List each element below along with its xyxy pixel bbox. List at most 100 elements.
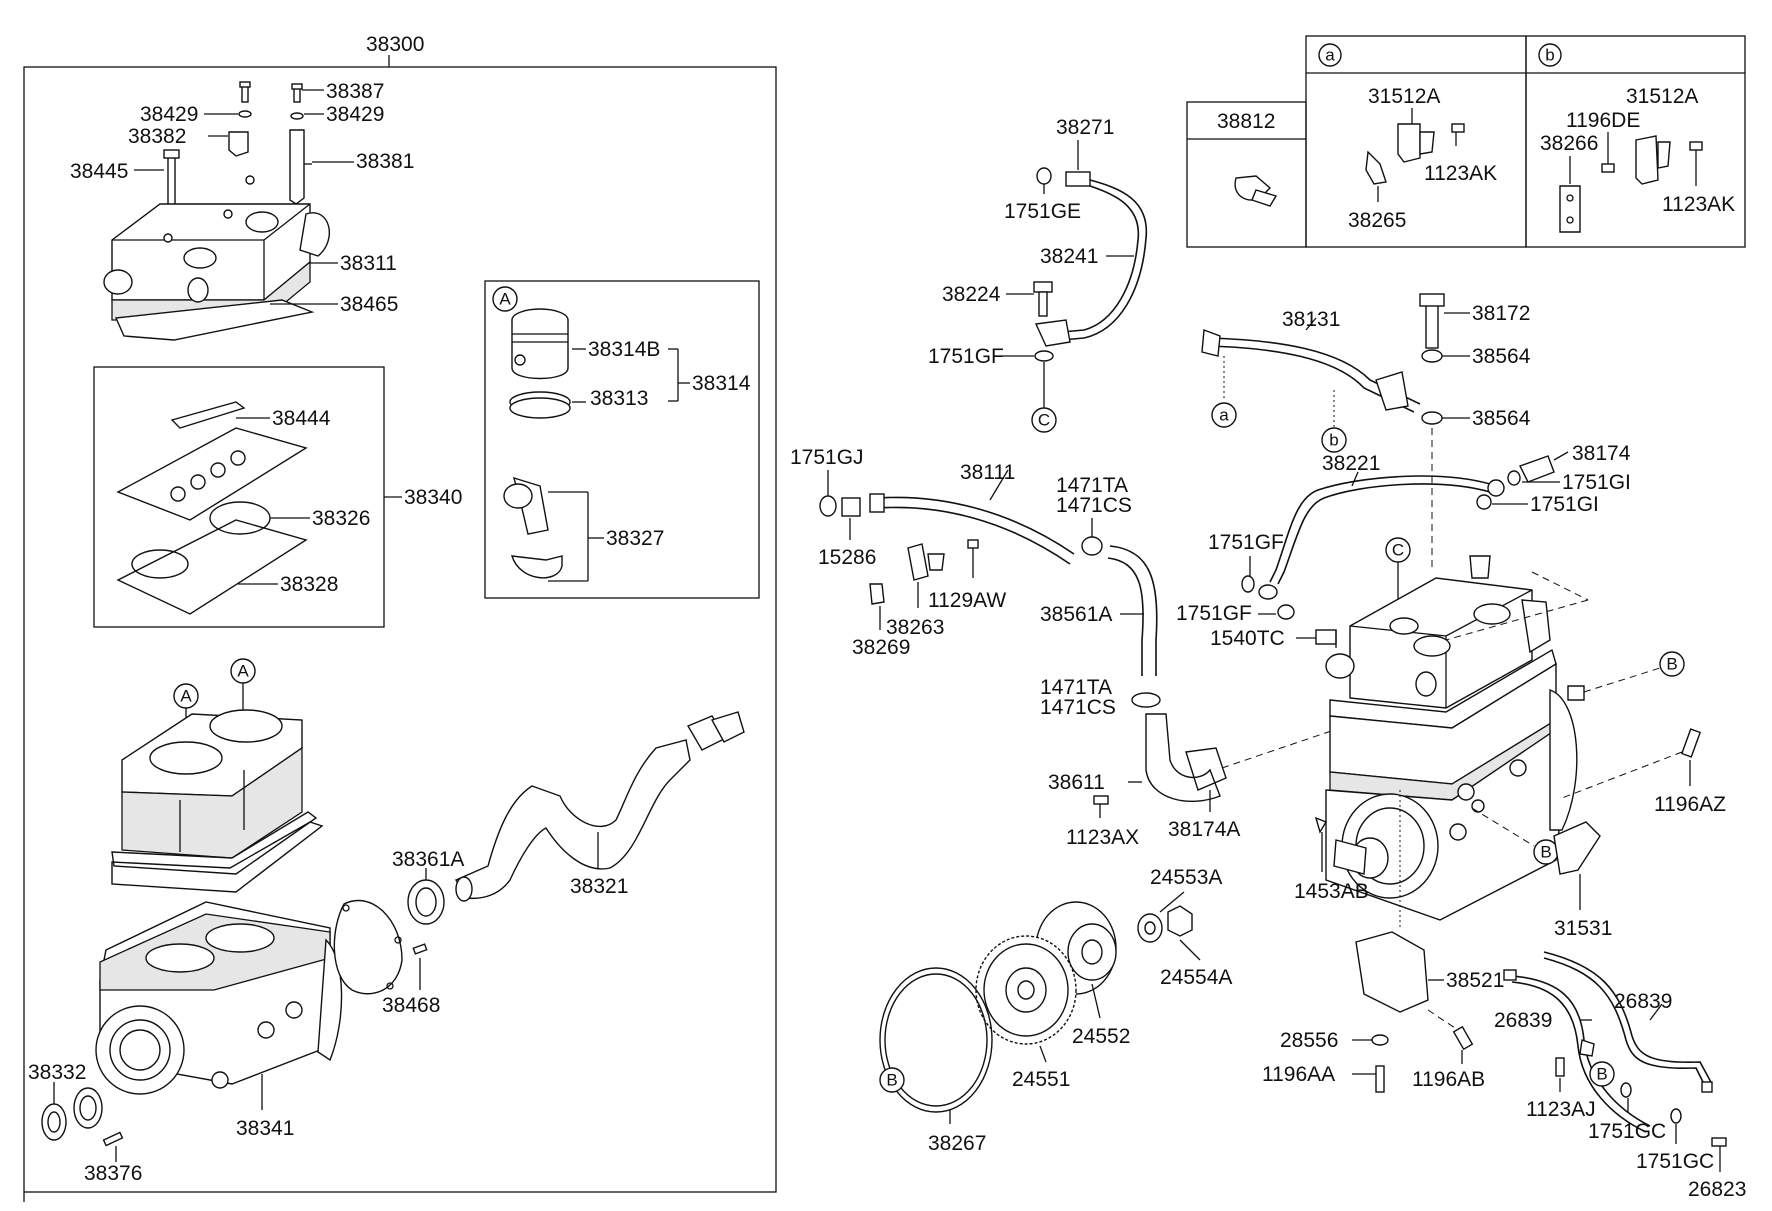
callout-1196AZ: 1196AZ [1654,793,1726,816]
callout-38429-right: 38429 [326,103,384,126]
callout-1751GJ: 1751GJ [790,446,864,469]
callout-31512A-a: 31512A [1368,85,1440,108]
callout-38328: 38328 [280,573,338,596]
callout-38611: 38611 [1048,771,1105,794]
marker-A-right: A [237,662,249,681]
marker-C-head: C [1392,541,1404,560]
callout-38340: 38340 [404,486,462,509]
callout-15286: 15286 [818,546,876,569]
callout-1123AK-b: 1123AK [1662,193,1735,216]
callout-1123AX: 1123AX [1066,826,1139,849]
marker-B-right: B [1666,655,1677,674]
callout-38174A: 38174A [1168,818,1240,841]
callout-38382: 38382 [128,125,186,148]
callout-38111: 38111 [960,461,1015,484]
callout-1751GF-mid: 1751GF [1208,531,1284,554]
callout-1751GC-left: 1751GC [1588,1120,1666,1143]
marker-B-bottom: B [1540,843,1551,862]
callout-38376: 38376 [84,1162,142,1185]
cover-38521-group: 38521 28556 1196AA 1196AB [1262,790,1504,1093]
crankshaft: 38321 [455,711,745,902]
marker-B-tube: B [1596,1065,1607,1084]
callout-38313: 38313 [590,387,648,410]
callout-38812: 38812 [1217,110,1275,133]
marker-b-pipe: b [1329,431,1338,450]
callout-38267: 38267 [928,1132,986,1155]
callout-38564-bottom: 38564 [1472,407,1531,430]
callout-1751GF-top: 1751GF [928,345,1004,368]
piston-group-box: A 38314B 38313 38314 38327 [484,280,760,599]
callout-24554A: 24554A [1160,966,1232,989]
callout-38174: 38174 [1572,442,1631,465]
marker-A-piston-box: A [499,290,511,309]
callout-38361A: 38361A [392,848,464,871]
cylinder-head-set-box: 38340 38444 38326 38328 [93,366,462,628]
callout-28556: 28556 [1280,1029,1338,1052]
callout-1540TC: 1540TC [1210,627,1285,650]
callout-38269: 38269 [852,636,910,659]
callout-38131: 38131 [1282,308,1340,331]
callout-38327: 38327 [606,527,664,550]
callout-1471TA-top: 1471TA [1056,474,1128,497]
callout-38314: 38314 [692,372,751,395]
table-col-b: b [1545,46,1554,65]
callout-38241: 38241 [1040,245,1098,268]
discharge-pipe-group: 38271 1751GE 38241 38224 1751GF C [928,116,1148,433]
callout-1471TA-mid: 1471TA [1040,676,1112,699]
marker-C-top: C [1038,411,1050,430]
callout-38341: 38341 [236,1117,294,1140]
callout-1453AB: 1453AB [1294,880,1369,903]
tubes-26839-group: 26839 26839 1123AJ B 1751GC 1751GC 26823 [1494,951,1746,1201]
callout-38221: 38221 [1322,452,1380,475]
callout-38224: 38224 [942,283,1001,306]
callout-38444: 38444 [272,407,331,430]
callout-38445: 38445 [70,160,128,183]
table-col-a: a [1325,46,1335,65]
callout-38271: 38271 [1056,116,1114,139]
callout-38266: 38266 [1540,132,1598,155]
callout-1751GE: 1751GE [1004,200,1081,223]
detail-table: 38812 a b 31512A 1123AK 38265 31512A 119… [1186,35,1746,248]
head-leaders: 38387 38429 38429 38382 38381 38445 3831… [70,80,414,316]
callout-38326: 38326 [312,507,370,530]
pipe-38221-group: 38221 38174 1751GI 1751GI 1751GF 1751GF … [1176,442,1631,650]
callout-31512A-b: 31512A [1626,85,1698,108]
callout-38564-top: 38564 [1472,345,1531,368]
callout-38321: 38321 [570,875,628,898]
callout-38468: 38468 [382,994,440,1017]
callout-24552: 24552 [1072,1025,1130,1048]
pipe-38131-group: 38131 a b 38172 38564 38564 [1201,293,1531,568]
callout-1751GC-right: 1751GC [1636,1150,1714,1173]
callout-38265: 38265 [1348,209,1406,232]
callout-1751GF-low: 1751GF [1176,602,1252,625]
compressor-assembly: C B B [1294,537,1726,940]
callout-1471CS-mid: 1471CS [1040,696,1116,719]
callout-26839-right: 26839 [1614,990,1672,1013]
marker-A-left: A [180,687,192,706]
intake-pipe-group: 1751GJ 15286 38111 1471TA 1471CS 1129AW … [790,446,1347,849]
callout-38561A: 38561A [1040,603,1112,626]
callout-38387: 38387 [326,80,384,103]
marker-B-gear: B [886,1071,897,1090]
callout-1196AA: 1196AA [1262,1063,1335,1086]
callout-1123AK-a: 1123AK [1424,162,1497,185]
callout-38172: 38172 [1472,302,1530,325]
assembly-label: 38300 [366,33,424,56]
callout-1123AJ: 1123AJ [1526,1098,1596,1121]
callout-1196DE: 1196DE [1566,109,1640,132]
callout-38429-left: 38429 [140,103,198,126]
callout-31531: 31531 [1554,917,1612,940]
callout-1751GI-top: 1751GI [1562,471,1631,494]
callout-1196AB: 1196AB [1412,1068,1485,1091]
callout-1471CS-top: 1471CS [1056,494,1132,517]
callout-38381: 38381 [356,150,414,173]
callout-38311: 38311 [340,252,397,275]
assembly-frame: 38300 [23,33,777,1202]
callout-38263: 38263 [886,616,944,639]
callout-26823: 26823 [1688,1178,1746,1201]
callout-1129AW: 1129AW [928,589,1006,612]
gear-train: 24553A 24554A 24552 24551 38267 B [879,866,1232,1155]
callout-1751GI-bottom: 1751GI [1530,493,1599,516]
marker-a-pipe: a [1219,406,1229,425]
